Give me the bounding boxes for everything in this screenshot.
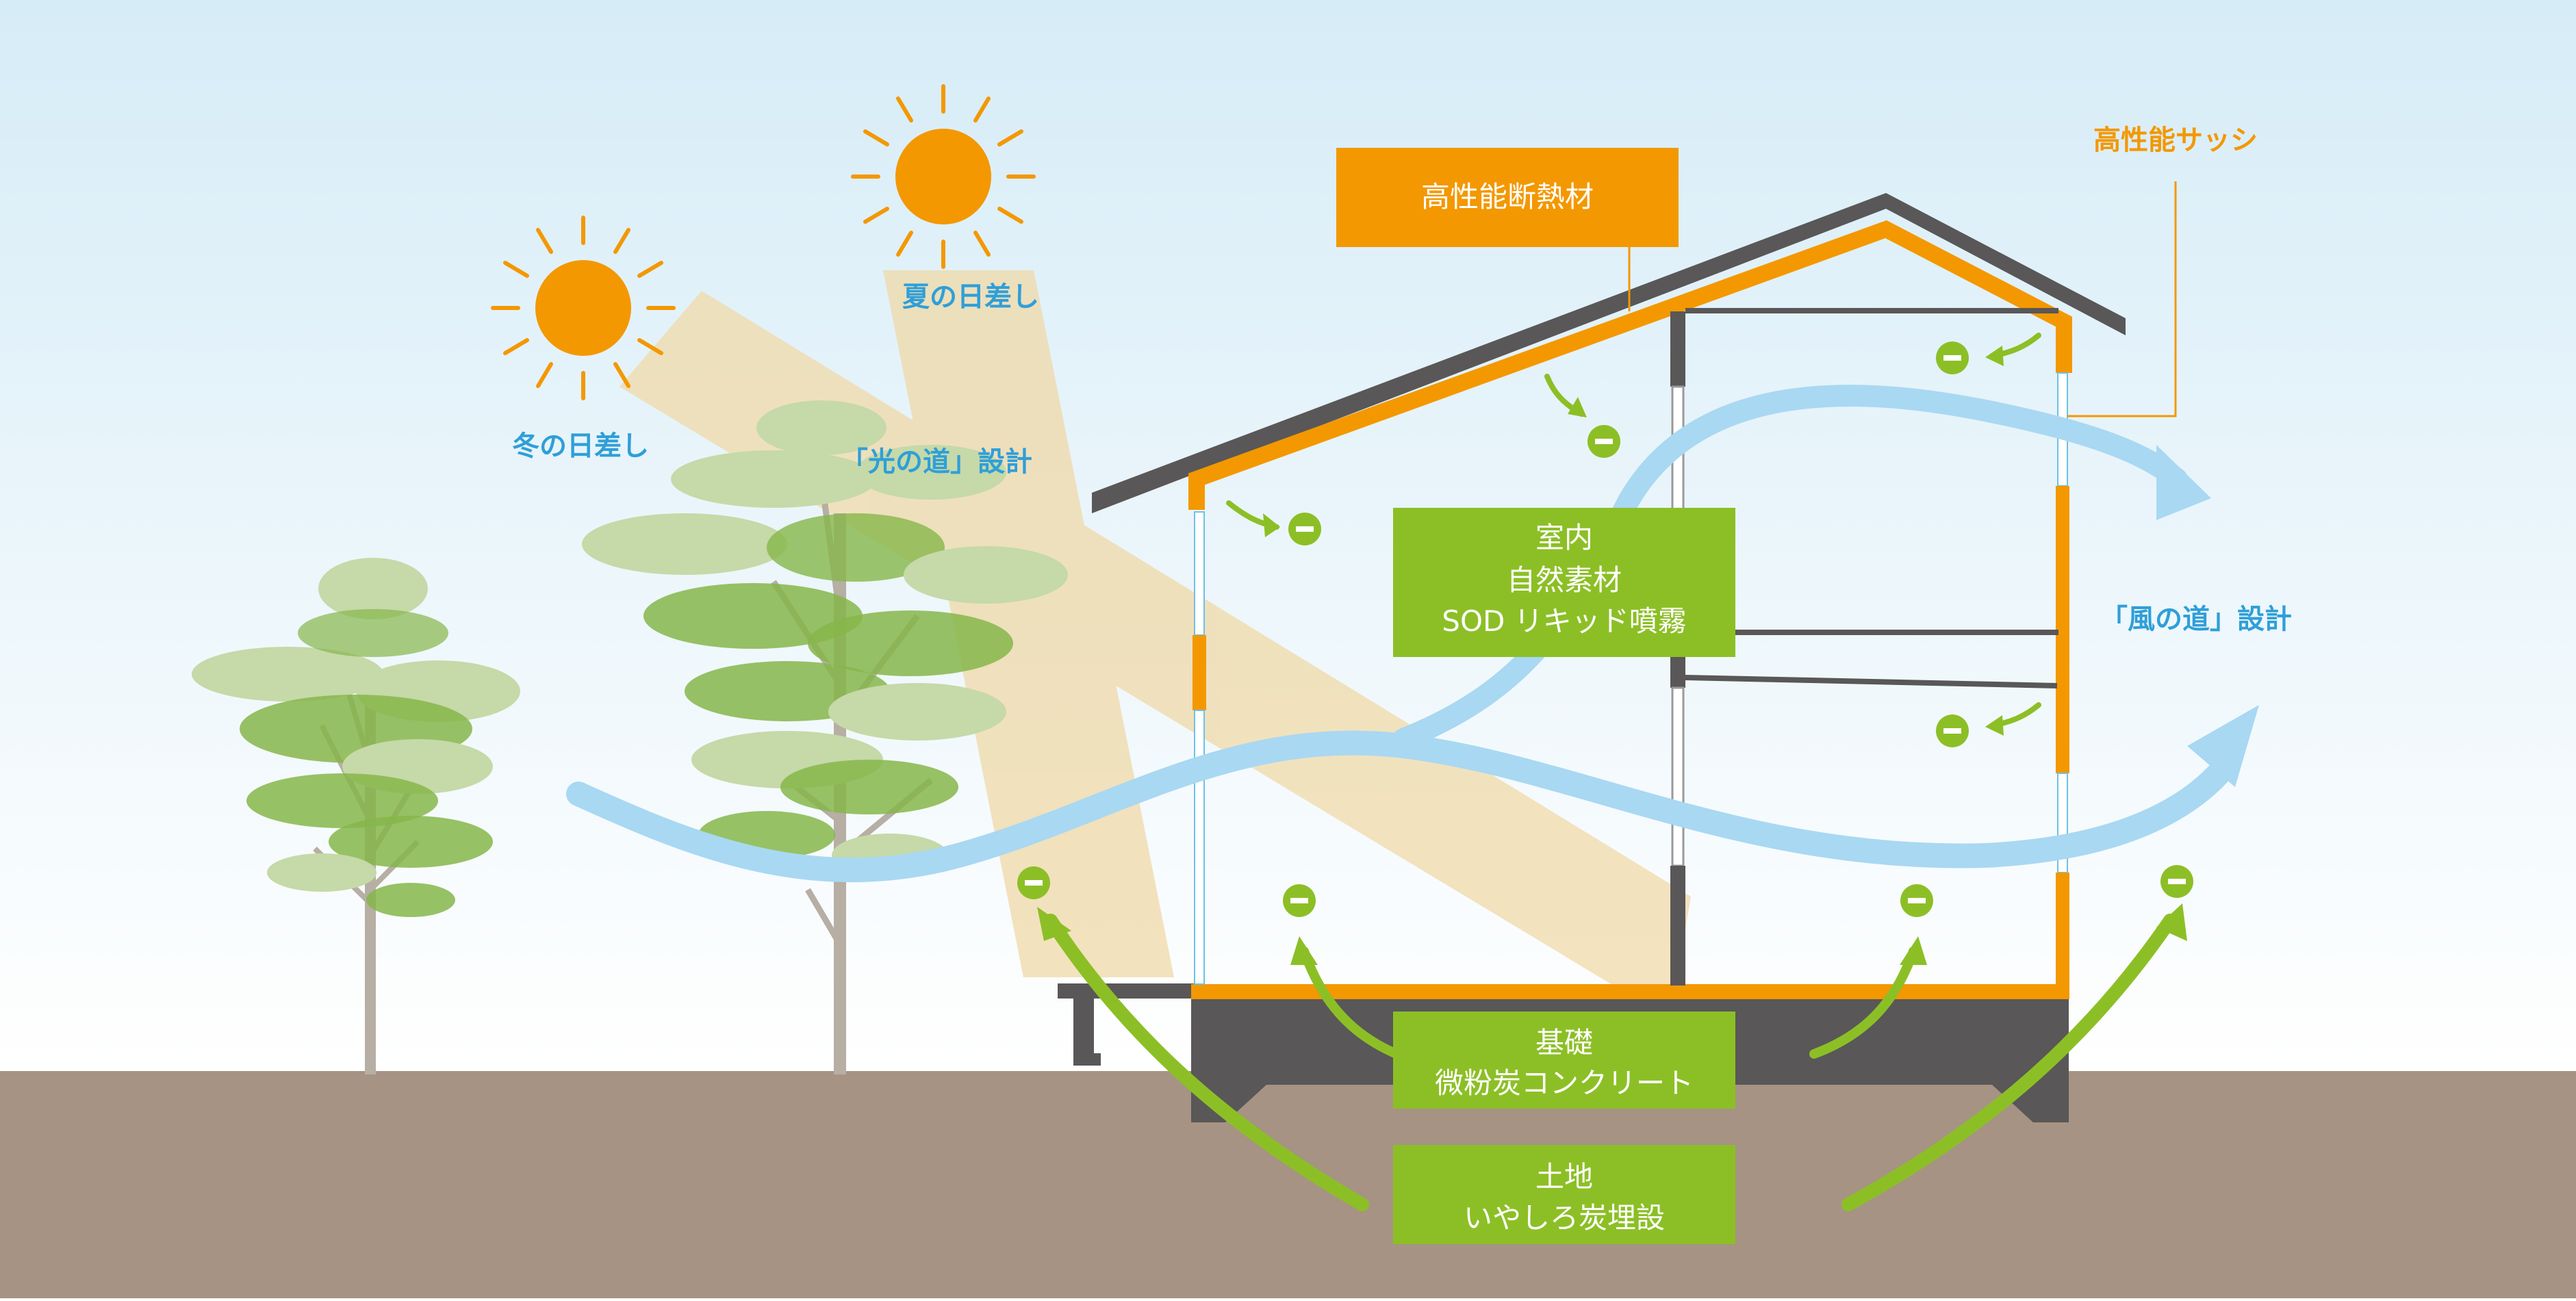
summer-sun-icon <box>851 84 1036 269</box>
foundation-label-line1: 基礎 <box>1535 1026 1593 1059</box>
land-label-line2: いやしろ炭埋設 <box>1464 1201 1665 1235</box>
light-path-label: 「光の道」設計 <box>841 446 1032 478</box>
tree-left <box>192 558 520 1074</box>
negative-ion-icon <box>1900 884 1933 917</box>
tree-center <box>582 400 1068 1074</box>
summer-sun-label: 夏の日差し <box>902 281 1039 313</box>
negative-ion-icons <box>1017 342 2193 917</box>
foundation-label-box <box>1393 1012 1735 1109</box>
roof-insulation <box>1188 220 2072 510</box>
negative-ion-icon <box>1936 342 1969 374</box>
sash-label: 高性能サッシ <box>2093 125 2258 156</box>
deck <box>1058 983 1195 999</box>
winter-sun-icon <box>491 216 676 400</box>
left-wall-window-top <box>1194 511 1205 636</box>
sash-leader <box>2067 181 2177 417</box>
floor-insulation <box>1191 984 2069 999</box>
interior-label-line2: 自然素材 <box>1507 563 1622 597</box>
wind-arrow-lower <box>2187 705 2259 787</box>
leader-lines <box>1628 181 2177 417</box>
negative-ion-icon <box>1587 425 1620 458</box>
negative-ion-icon <box>1936 714 1969 747</box>
wind-path-label: 「風の道」設計 <box>2100 604 2292 635</box>
wind-arrow-upper <box>2156 445 2211 520</box>
ground <box>0 1071 2576 1298</box>
negative-ion-icon <box>1288 513 1321 545</box>
negative-ion-icon <box>1017 866 1050 899</box>
insulation-label: 高性能断熱材 <box>1421 180 1594 214</box>
negative-ion-icon <box>1283 884 1316 917</box>
insulation-label-box <box>1336 148 1679 247</box>
interior-label-box <box>1393 508 1735 657</box>
negative-ion-icon <box>2160 865 2193 898</box>
center-partition <box>1670 311 1685 387</box>
ion-arrows <box>1037 333 2187 1211</box>
interior-label-line3: SOD リキッド噴霧 <box>1442 604 1686 638</box>
land-label-line1: 土地 <box>1535 1160 1593 1194</box>
winter-sun-label: 冬の日差し <box>512 430 649 462</box>
land-label-box <box>1393 1145 1735 1244</box>
foundation-label-line2: 微粉炭コンクリート <box>1435 1066 1694 1100</box>
interior-label-line1: 室内 <box>1535 521 1593 554</box>
